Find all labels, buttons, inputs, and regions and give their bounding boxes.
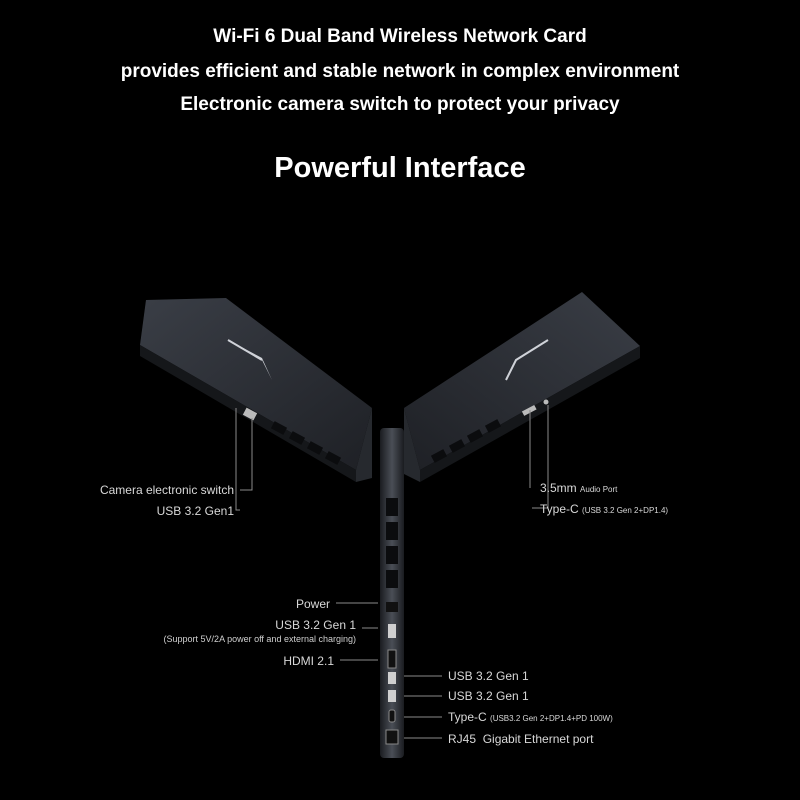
usb-port-icon: [388, 672, 396, 684]
label-hdmi: HDMI 2.1: [283, 654, 334, 668]
headline-wifi: Wi-Fi 6 Dual Band Wireless Network Card: [213, 26, 587, 47]
right-typec-sub: (USB 3.2 Gen 2+DP1.4): [582, 506, 669, 515]
label-rear-usb-a: USB 3.2 Gen 1: [448, 669, 529, 683]
label-rear-usb-b: USB 3.2 Gen 1: [448, 689, 529, 703]
usb-port-icon: [388, 690, 396, 702]
leader-lines: [235, 405, 549, 739]
label-rear-usb-gen1: USB 3.2 Gen 1: [275, 618, 356, 632]
rj45-name: RJ45: [448, 732, 477, 746]
ethernet-port-icon: [385, 729, 399, 745]
laptop-rear-edge: [380, 428, 404, 758]
label-left-usb: USB 3.2 Gen1: [156, 504, 234, 518]
audio-port-sub: Audio Port: [580, 485, 618, 494]
audio-port-name: 3.5mm: [540, 481, 577, 495]
power-port-icon: [386, 602, 398, 612]
rj45-sub: Gigabit Ethernet port: [482, 732, 594, 746]
headline-camera: Electronic camera switch to protect your…: [180, 94, 620, 115]
right-typec-name: Type-C: [540, 502, 579, 516]
label-camera-switch: Camera electronic switch: [99, 483, 234, 497]
section-title: Powerful Interface: [274, 152, 526, 184]
typec-port-icon: [388, 709, 396, 723]
rear-typec-name: Type-C: [448, 710, 487, 724]
hdmi-port-icon: [387, 649, 397, 669]
label-power: Power: [295, 597, 330, 611]
rear-typec-sub: (USB3.2 Gen 2+DP1.4+PD 100W): [490, 714, 613, 723]
label-audio-port: 3.5mm Audio Port: [540, 481, 617, 495]
headline-network: provides efficient and stable network in…: [120, 61, 680, 82]
label-rj45: RJ45 Gigabit Ethernet port: [448, 732, 593, 746]
label-rear-typec: Type-C (USB3.2 Gen 2+DP1.4+PD 100W): [448, 710, 613, 724]
laptop-left-side: [140, 298, 372, 482]
label-rear-usb-note: (Support 5V/2A power off and external ch…: [163, 634, 356, 644]
label-right-typec: Type-C (USB 3.2 Gen 2+DP1.4): [540, 502, 668, 516]
usb-port-icon: [388, 624, 396, 638]
laptop-right-side: [404, 292, 640, 482]
